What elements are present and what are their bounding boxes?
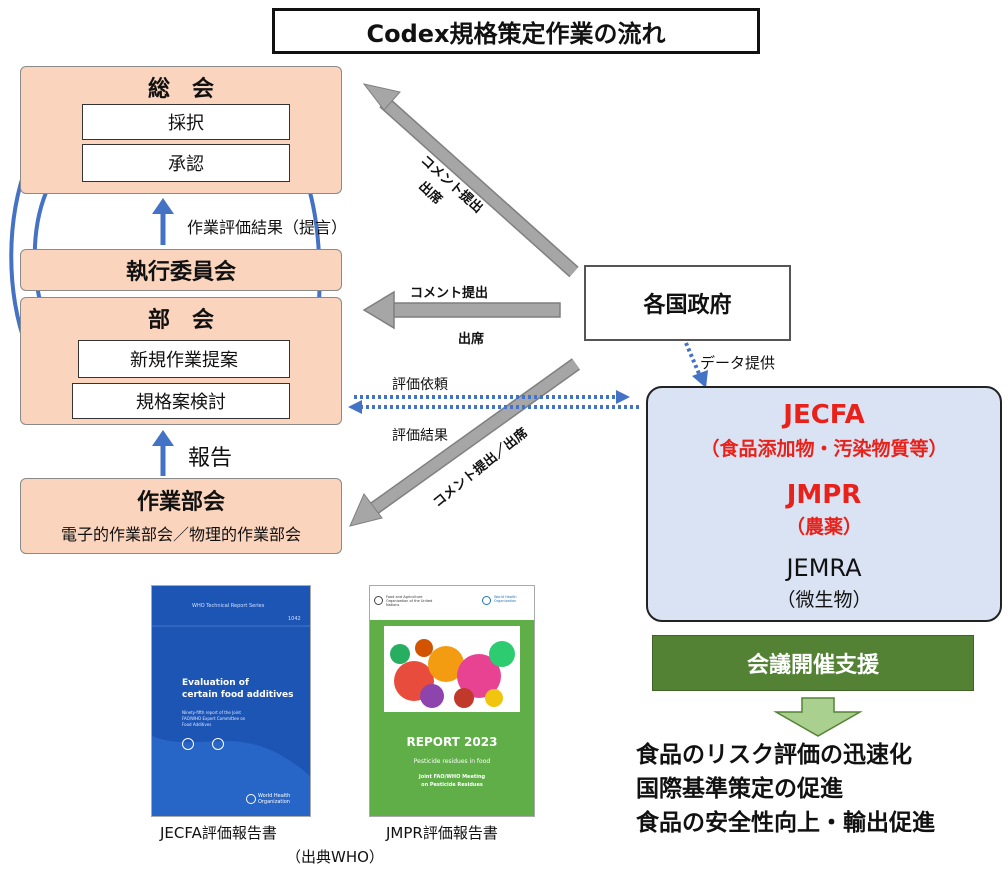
dotted-data-provide (684, 342, 702, 377)
arrow-up-report-head (152, 430, 174, 446)
outcome-down-arrow (773, 697, 863, 737)
outcome-item: 食品の安全性向上・輸出促進 (636, 810, 935, 836)
outcome-item: 国際基準策定の促進 (636, 776, 843, 802)
who-logo-icon (482, 596, 491, 605)
soukai-item-approval: 承認 (82, 144, 290, 182)
gray-arrow-to-sagyo (349, 358, 581, 527)
jecfa-cover-publisher: World Health Organization (258, 793, 291, 805)
bukai-item-draft-review: 規格案検討 (72, 383, 290, 419)
meeting-support-banner: 会議開催支援 (652, 635, 974, 691)
jemra-sub-label: （微生物） (776, 588, 872, 611)
jecfa-sub-label: （食品添加物・汚染物質等） (700, 437, 948, 460)
jecfa-cover-desc: Ninety-fifth report of the Joint FAO/WHO… (182, 710, 245, 728)
diagram-title: Codex規格策定作業の流れ (272, 8, 760, 54)
working-group-subtitle: 電子的作業部会／物理的作業部会 (60, 525, 301, 544)
outcome-item: 食品のリスク評価の迅速化 (636, 742, 912, 768)
expert-bodies-box: JECFA （食品添加物・汚染物質等） JMPR （農薬） JEMRA （微生物… (646, 386, 1002, 622)
flow-label-data-provide: データ提供 (700, 354, 776, 372)
who-emblem-icon (246, 794, 256, 804)
soukai-title: 総 会 (147, 77, 214, 102)
bukai-item-new-work: 新規作業提案 (78, 340, 290, 378)
jecfa-cover-number: 1042 (288, 616, 301, 622)
jmpr-sub-label: （農薬） (785, 515, 862, 538)
jmpr-cover-header (370, 586, 534, 620)
working-group-title: 作業部会 (136, 490, 225, 515)
jmpr-cover-meeting-1: Joint FAO/WHO Meeting (418, 774, 486, 780)
government-box: 各国政府 (584, 265, 791, 341)
fao-logo-icon (374, 596, 383, 605)
jecfa-report-caption: JECFA評価報告書 (160, 824, 277, 842)
executive-committee-box: 執行委員会 (20, 249, 342, 291)
jmpr-report-cover: Food and Agriculture Organization of the… (370, 586, 534, 816)
jecfa-cover-title-2: certain food additives (182, 690, 294, 700)
working-group-box: 作業部会 電子的作業部会／物理的作業部会 (20, 478, 342, 554)
jecfa-cover-desc-line: Ninety-fifth report of the Joint (182, 710, 241, 715)
bukai-title: 部 会 (147, 308, 214, 333)
jmpr-cover-subtitle: Pesticide residues in food (413, 757, 491, 765)
who-logo-icon (212, 738, 224, 750)
flow-label-eval-result: 評価結果 (392, 428, 448, 444)
arrow-up-to-soukai-head (152, 198, 174, 214)
soukai-item-adoption: 採択 (82, 104, 290, 140)
jemra-label: JEMRA (786, 554, 862, 582)
gray-arrow-to-soukai (362, 83, 579, 278)
gray-arrow-to-bukai (362, 290, 561, 330)
report-label: 報告 (188, 446, 233, 471)
jmpr-report-caption: JMPR評価報告書 (386, 824, 498, 842)
jecfa-report-cover: WHO Technical Report Series 1042 Evaluat… (152, 586, 310, 816)
work-evaluation-label: 作業評価結果（提言） (187, 218, 348, 237)
fao-logo-icon (182, 738, 194, 750)
jecfa-cover-title-1: Evaluation of (182, 678, 249, 688)
fruit-photo (384, 626, 520, 712)
jecfa-cover-wave (152, 625, 310, 816)
outcomes-list: 食品のリスク評価の迅速化 国際基準策定の促進 食品の安全性向上・輸出促進 (636, 738, 935, 840)
jecfa-label: JECFA (783, 400, 865, 430)
jmpr-label: JMPR (786, 480, 862, 510)
jmpr-cover-org-left: Food and Agriculture Organization of the… (386, 595, 433, 607)
jmpr-cover-report: REPORT 2023 (406, 735, 498, 749)
jecfa-cover-series: WHO Technical Report Series (192, 603, 265, 609)
flow-label-bukai-comment: コメント提出 (410, 286, 489, 301)
flow-label-eval-request: 評価依頼 (392, 377, 448, 393)
flow-label-bukai-attend: 出席 (458, 332, 485, 347)
jmpr-cover-meeting-2: on Pesticide Residues (421, 782, 483, 788)
jecfa-cover-desc-line: Food Additives (182, 722, 212, 727)
source-caption: （出典WHO） (286, 848, 384, 866)
jmpr-cover-org-right: World Health Organization (494, 595, 517, 603)
jecfa-cover-desc-line: FAO/WHO Expert Committee on (182, 716, 246, 721)
